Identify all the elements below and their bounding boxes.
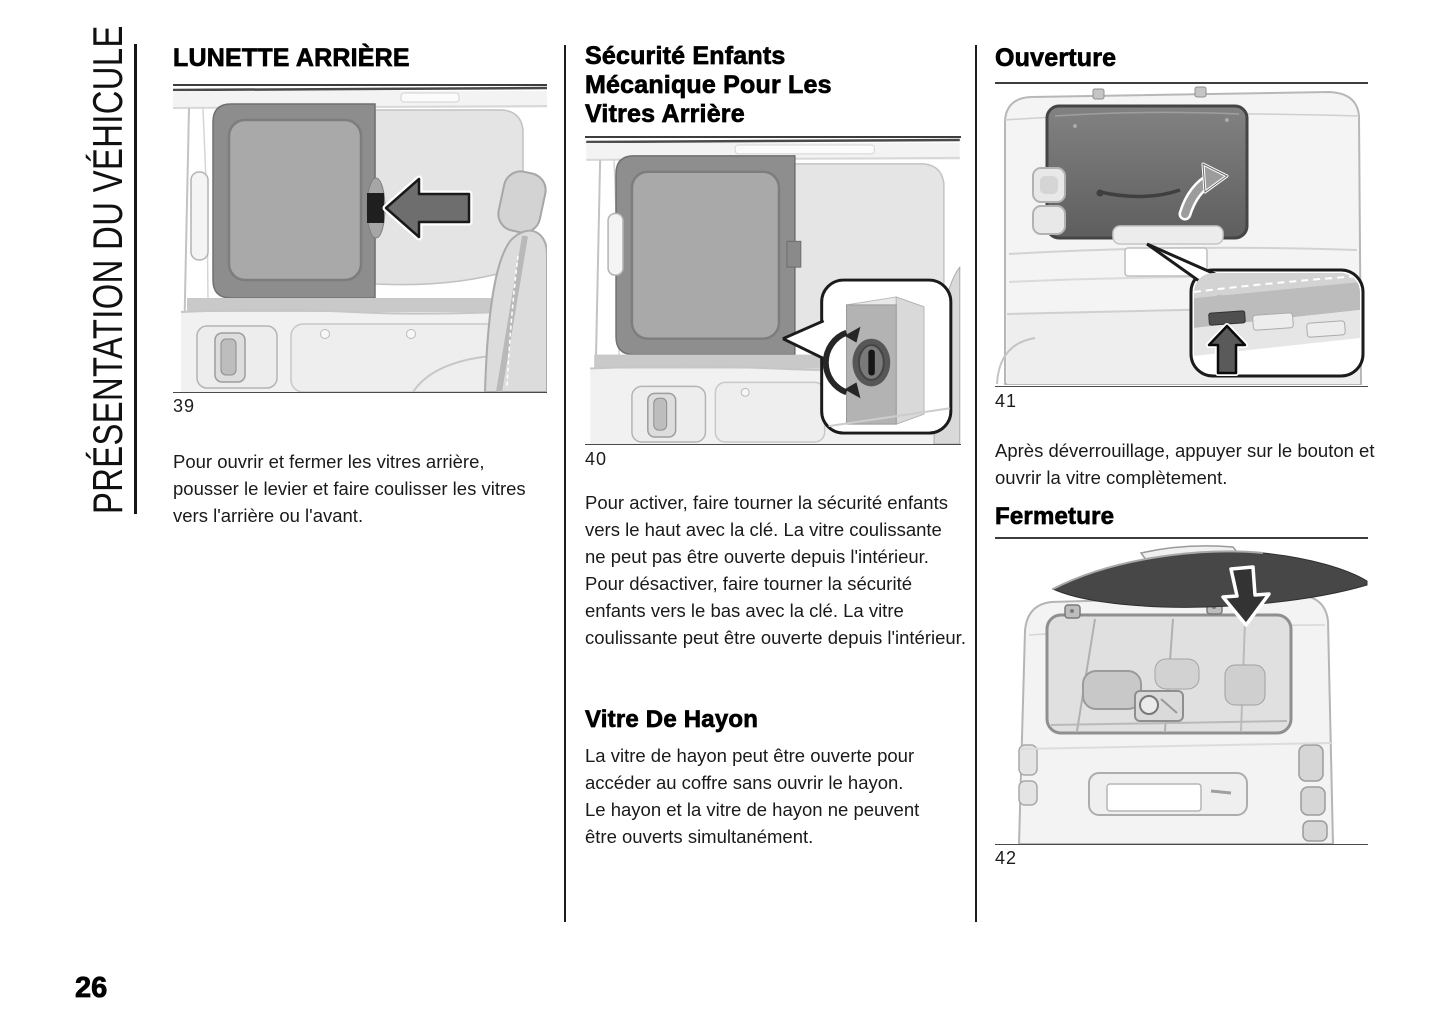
column-divider-2 xyxy=(975,45,977,922)
door-handle xyxy=(631,385,707,443)
child-lock-callout xyxy=(782,278,953,435)
release-button-callout xyxy=(1146,242,1365,378)
tailgate-window-open-illustration xyxy=(996,86,1365,385)
open-glass-hatch xyxy=(1051,550,1368,608)
figure-39 xyxy=(173,84,547,393)
child-lock-paragraph: Pour activer, faire tourner la sécurité … xyxy=(585,492,966,648)
sliding-window-frame xyxy=(212,103,376,299)
window-aperture-interior xyxy=(1045,613,1293,735)
key-rotation-arrow-icon xyxy=(822,326,861,399)
sidebar-rule xyxy=(134,44,137,514)
open-window-arrow-icon xyxy=(1178,162,1229,221)
taillight xyxy=(1032,167,1066,235)
door-handle xyxy=(196,325,278,389)
tailgate-window-closing-illustration xyxy=(1017,545,1368,844)
child-lock-illustration xyxy=(586,138,961,444)
section-heading-securite-enfants: Sécurité Enfants Mécanique Pour Les Vitr… xyxy=(585,42,832,129)
sidebar-chapter-title: PRÉSENTATION DU VÉHICULE xyxy=(84,25,131,514)
column-divider-1 xyxy=(564,45,566,922)
key-lock-cylinder xyxy=(852,338,891,387)
lunette-arriere-paragraph: Pour ouvrir et fermer les vitres arrière… xyxy=(173,451,526,526)
page-number: 26 xyxy=(75,972,108,1005)
license-plate xyxy=(1106,783,1202,812)
section-heading-ouverture: Ouverture xyxy=(995,44,1117,73)
vitre-de-hayon-paragraph: La vitre de hayon peut être ouverte pour… xyxy=(585,745,920,847)
section-heading-vitre-de-hayon: Vitre De Hayon xyxy=(585,706,759,734)
close-down-arrow-icon xyxy=(1221,565,1271,627)
taillight xyxy=(1298,744,1328,842)
window-latch-lever xyxy=(366,177,386,239)
press-button-up-arrow-icon xyxy=(1206,323,1248,376)
section-heading-lunette-arriere: LUNETTE ARRIÈRE xyxy=(173,44,410,73)
figure-40-caption: 40 xyxy=(585,449,608,469)
sliding-window-illustration xyxy=(173,86,547,392)
sliding-window-frame xyxy=(615,155,796,356)
figure-41 xyxy=(995,82,1368,387)
front-seat xyxy=(483,170,547,392)
ouverture-paragraph: Après déverrouillage, appuyer sur le bou… xyxy=(995,440,1375,488)
figure-39-caption: 39 xyxy=(173,396,196,416)
slide-left-arrow-icon xyxy=(382,175,473,241)
section-heading-fermeture: Fermeture xyxy=(995,503,1115,531)
figure-41-caption: 41 xyxy=(995,391,1018,411)
figure-40 xyxy=(585,136,961,445)
figure-42 xyxy=(995,537,1368,845)
figure-42-caption: 42 xyxy=(995,848,1018,868)
